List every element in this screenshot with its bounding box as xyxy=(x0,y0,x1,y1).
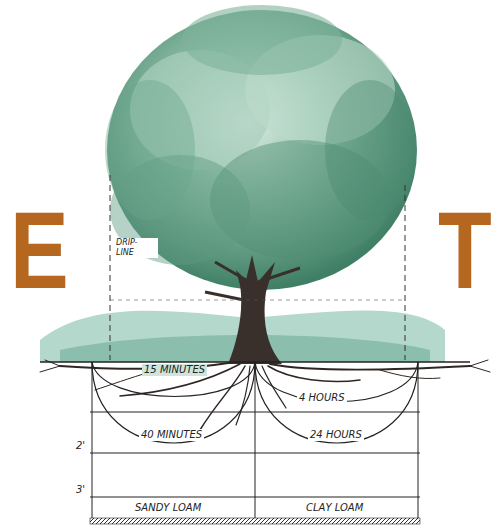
time-label: 4 HOURS xyxy=(297,392,347,404)
soil-label: CLAY LOAM xyxy=(304,502,365,514)
drip-line-label: DRIP- LINE xyxy=(114,238,158,258)
depth-label: 2' xyxy=(74,440,87,452)
tree-trunk xyxy=(228,255,282,364)
drip-line xyxy=(110,175,111,360)
divider-line xyxy=(255,362,256,518)
title-letter: E xyxy=(10,195,69,305)
base-bar xyxy=(90,518,420,524)
title-letter: T xyxy=(438,195,492,305)
time-label: 40 MINUTES xyxy=(139,429,204,441)
tree-canopy xyxy=(105,5,417,290)
tree-roots xyxy=(40,360,490,430)
depth-label: 3' xyxy=(74,484,87,496)
time-label: 24 HOURS xyxy=(308,429,364,441)
water-arc xyxy=(92,362,418,443)
drip-line xyxy=(405,185,406,360)
soil-label: SANDY LOAM xyxy=(133,502,203,514)
time-label: 15 MINUTES xyxy=(142,364,207,376)
